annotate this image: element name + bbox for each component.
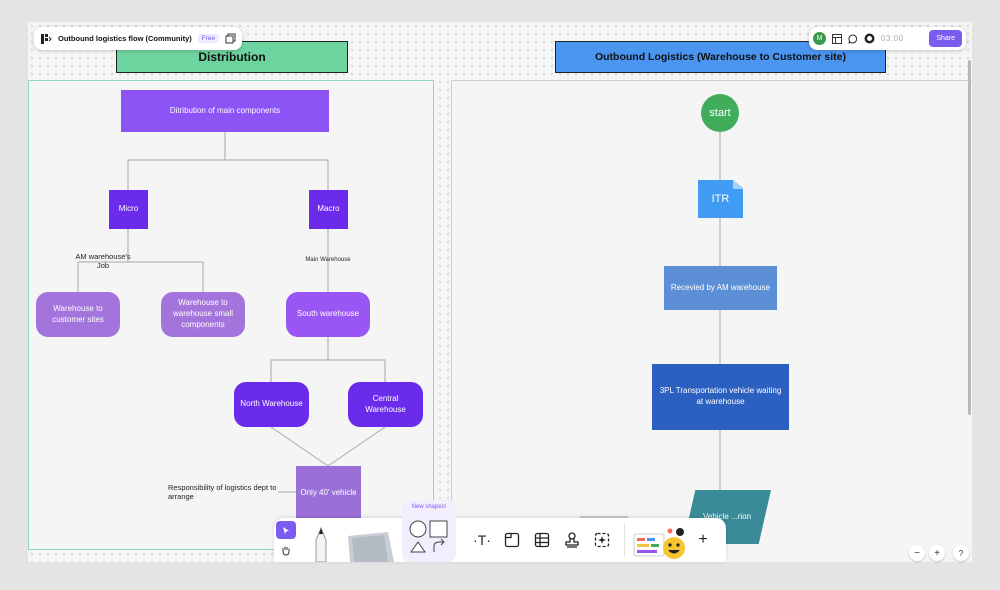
sticky-note-icon xyxy=(348,532,394,562)
move-tool[interactable] xyxy=(276,521,296,539)
label-responsibility-text: Responsibility of logistics dept to arra… xyxy=(168,483,277,502)
node-south-warehouse[interactable]: South warehouse xyxy=(286,292,370,337)
timer-value[interactable]: 03:00 xyxy=(881,34,904,43)
label-main-warehouse[interactable]: Main Warehouse xyxy=(298,257,358,265)
distribution-title-text: Distribution xyxy=(198,49,266,64)
outbound-section[interactable] xyxy=(451,80,972,562)
node-distribution-main-text: Ditribution of main components xyxy=(169,105,281,115)
pen-icon xyxy=(315,526,327,563)
table-tool[interactable] xyxy=(532,530,552,550)
user-avatar[interactable]: M xyxy=(813,32,826,45)
shapes-tool[interactable]: New shapes! xyxy=(402,500,456,562)
text-tool[interactable]: ·T· xyxy=(472,530,492,550)
node-received-am-text: Recevied by AM warehouse xyxy=(670,282,771,292)
node-start-text: start xyxy=(709,106,731,119)
node-warehouse-to-warehouse[interactable]: Warehouse to warehouse small components xyxy=(161,292,245,337)
share-button[interactable]: Share xyxy=(929,30,962,47)
node-micro[interactable]: Micro xyxy=(109,190,148,229)
outbound-title-text: Outbound Logistics (Warehouse to Custome… xyxy=(594,50,847,63)
shapes-icon xyxy=(409,520,448,553)
node-north-warehouse-text: North Warehouse xyxy=(240,399,303,409)
node-south-warehouse-text: South warehouse xyxy=(296,309,360,319)
zoom-in-button[interactable]: + xyxy=(929,545,945,561)
section-tool[interactable] xyxy=(502,530,522,550)
plus-icon: + xyxy=(698,531,708,548)
label-am-job-text: AM warehouse's Job xyxy=(75,252,131,271)
node-warehouse-to-customer-text: Warehouse to customer sites xyxy=(52,303,104,324)
widgets-tool[interactable] xyxy=(632,524,688,560)
text-icon: ·T· xyxy=(473,532,491,548)
node-vehicle-parallelogram[interactable]: Vehicle ...rion xyxy=(683,490,771,544)
comment-icon[interactable] xyxy=(848,33,858,44)
duplicate-icon[interactable] xyxy=(225,33,236,44)
stamp-tool[interactable] xyxy=(562,530,582,550)
file-header[interactable]: Outbound logistics flow (Community) Free xyxy=(34,27,242,50)
add-tool[interactable]: + xyxy=(692,529,714,551)
node-central-warehouse[interactable]: Central Warehouse xyxy=(348,382,423,427)
main-menu-icon[interactable] xyxy=(40,33,52,45)
connector-lines xyxy=(77,132,721,518)
node-vehicle-text: Vehicle ...rion xyxy=(702,511,752,521)
sticky-tool[interactable] xyxy=(344,526,398,562)
node-macro[interactable]: Macro xyxy=(309,190,348,229)
node-north-warehouse[interactable]: North Warehouse xyxy=(234,382,309,427)
node-central-warehouse-text: Central Warehouse xyxy=(365,393,406,414)
pen-tool[interactable] xyxy=(306,526,336,563)
new-shapes-tag: New shapes! xyxy=(411,504,447,510)
help-button[interactable]: ? xyxy=(953,545,969,561)
node-received-am[interactable]: Recevied by AM warehouse xyxy=(664,266,777,310)
node-itr-text: ITR xyxy=(711,192,730,205)
section-icon xyxy=(504,532,520,548)
node-warehouse-to-warehouse-text: Warehouse to warehouse small components xyxy=(172,298,234,329)
label-main-warehouse-text: Main Warehouse xyxy=(305,257,351,263)
layout-icon[interactable] xyxy=(832,33,842,44)
ai-tool[interactable] xyxy=(592,530,612,550)
node-macro-text: Macro xyxy=(317,204,340,214)
widgets-icon xyxy=(633,528,685,559)
stamp-icon xyxy=(565,532,579,548)
vertical-scrollbar[interactable] xyxy=(968,60,971,415)
hand-icon xyxy=(282,546,290,556)
cursor-icon xyxy=(283,526,289,534)
node-start[interactable]: start xyxy=(701,94,739,132)
table-icon xyxy=(534,532,550,548)
node-distribution-main[interactable]: Ditribution of main components xyxy=(121,90,329,132)
toolbar-divider xyxy=(624,524,625,556)
header-right[interactable]: M 03:00 Share xyxy=(809,27,966,50)
timer-icon[interactable] xyxy=(864,33,875,44)
file-title[interactable]: Outbound logistics flow (Community) xyxy=(58,34,192,43)
label-am-job[interactable]: AM warehouse's Job xyxy=(73,252,133,271)
node-warehouse-to-customer[interactable]: Warehouse to customer sites xyxy=(36,292,120,337)
hand-tool[interactable] xyxy=(276,541,296,559)
document-fold-icon xyxy=(733,180,743,189)
label-responsibility[interactable]: Responsibility of logistics dept to arra… xyxy=(168,483,278,502)
board-canvas[interactable]: Distribution Outbound Logistics (Warehou… xyxy=(28,22,972,562)
plan-badge: Free xyxy=(197,34,220,43)
node-3pl-transport-text: 3PL Transportation vehicle waiting at wa… xyxy=(659,386,782,406)
sparkle-icon xyxy=(594,532,610,548)
node-3pl-transport[interactable]: 3PL Transportation vehicle waiting at wa… xyxy=(652,364,789,430)
node-vehicle-40[interactable]: Only 40' vehicle xyxy=(296,466,361,521)
bottom-toolbar: New shapes! ·T· + xyxy=(274,500,726,563)
zoom-out-button[interactable]: − xyxy=(909,545,925,561)
node-vehicle-40-text: Only 40' vehicle xyxy=(300,488,357,498)
node-micro-text: Micro xyxy=(118,204,139,214)
zoom-controls: − + ? xyxy=(909,545,969,561)
